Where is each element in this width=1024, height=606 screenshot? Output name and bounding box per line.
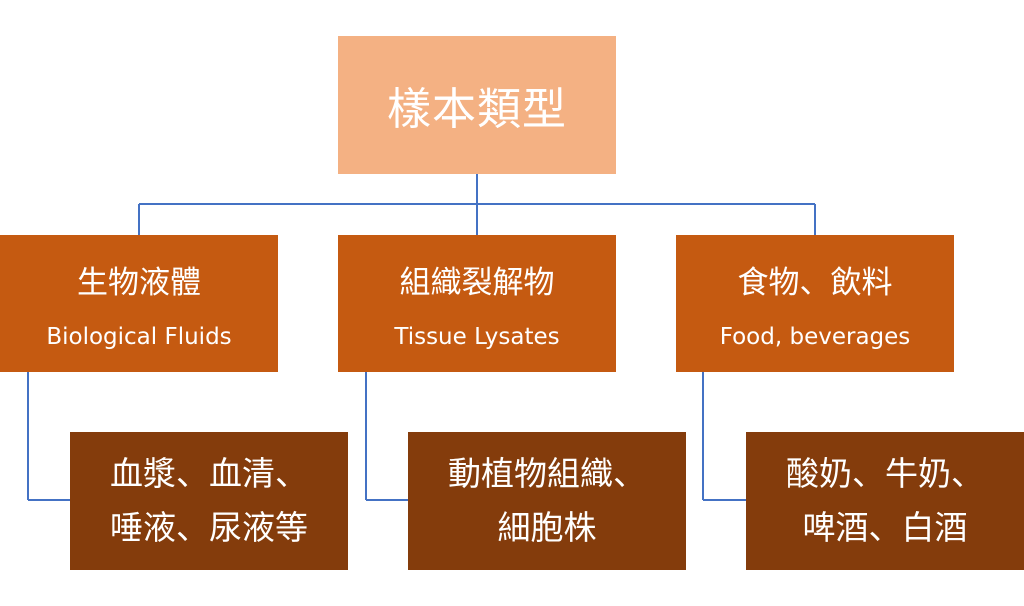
example-line: 酸奶、牛奶、 (786, 454, 984, 493)
example-line: 唾液、尿液等 (110, 508, 308, 547)
category-title-en: Tissue Lysates (394, 324, 560, 350)
root-node: 樣本類型 (338, 36, 616, 174)
example-line: 動植物組織、 (448, 454, 646, 493)
category-node-food-beverages: 食物、飲料 Food, beverages (676, 235, 954, 372)
leaf-node-tissue-lysates-examples: 動植物組織、 細胞株 (408, 432, 686, 570)
category-title-zh: 食物、飲料 (737, 265, 893, 301)
category-title-zh: 組織裂解物 (399, 265, 555, 301)
category-title-en: Biological Fluids (46, 324, 232, 350)
leaf-node-biological-fluids-examples: 血漿、血清、 唾液、尿液等 (70, 432, 348, 570)
example-line: 血漿、血清、 (110, 454, 308, 493)
category-title-zh: 生物液體 (77, 265, 201, 301)
category-title-en: Food, beverages (719, 324, 911, 350)
example-line: 啤酒、白酒 (802, 508, 968, 547)
root-title: 樣本類型 (387, 84, 567, 135)
category-node-biological-fluids: 生物液體 Biological Fluids (0, 235, 278, 372)
leaf-node-food-beverages-examples: 酸奶、牛奶、 啤酒、白酒 (746, 432, 1024, 570)
example-line: 細胞株 (497, 508, 597, 547)
category-node-tissue-lysates: 組織裂解物 Tissue Lysates (338, 235, 616, 372)
